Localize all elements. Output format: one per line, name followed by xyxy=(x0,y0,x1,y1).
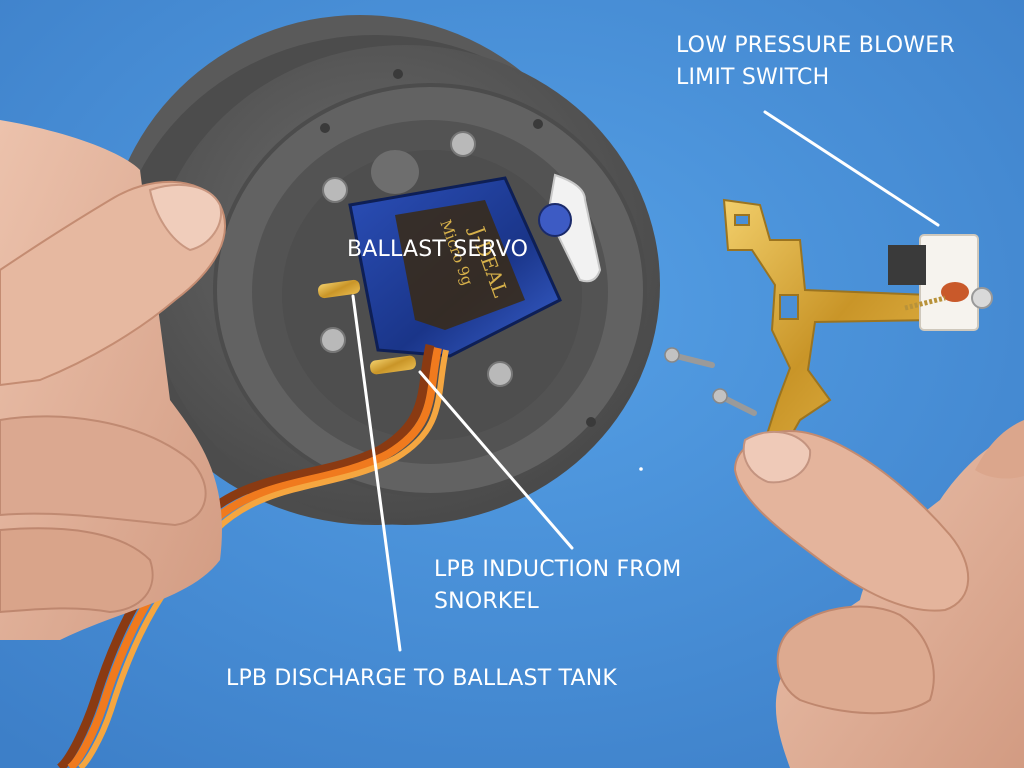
housing-port-hole xyxy=(371,150,419,194)
right-finger xyxy=(776,605,935,715)
lpb-induction-tube xyxy=(370,355,416,375)
left-finger xyxy=(0,527,154,614)
mounting-screw xyxy=(322,177,348,203)
induction-label-line1: LPB INDUCTION FROM xyxy=(434,557,682,582)
switch-spring-cap xyxy=(941,282,969,302)
limit-switch-label: LOW PRESSURE BLOWER LIMIT SWITCH xyxy=(676,30,955,94)
rim-screw-hole xyxy=(320,123,330,133)
limit-switch-bracket xyxy=(722,198,993,457)
micro-switch-base xyxy=(888,245,926,285)
limit-switch-label-line1: LOW PRESSURE BLOWER xyxy=(676,33,955,58)
loose-screws xyxy=(664,347,757,416)
mounting-screw xyxy=(320,327,346,353)
discharge-label-text: LPB DISCHARGE TO BALLAST TANK xyxy=(226,666,618,691)
bracket-slot xyxy=(779,294,799,320)
rim-screw-hole xyxy=(586,417,596,427)
ballast-servo-label-text: BALLAST SERVO xyxy=(347,237,529,262)
servo-horn xyxy=(546,173,602,283)
servo-output-gear xyxy=(538,203,572,237)
limit-switch-leader xyxy=(763,110,940,227)
bracket-slot xyxy=(734,214,750,226)
right-hand xyxy=(733,420,1024,768)
left-hand xyxy=(0,120,226,640)
servo-sticker xyxy=(395,200,525,330)
ballast-servo-label: BALLAST SERVO xyxy=(347,234,528,266)
mounting-screw xyxy=(487,361,513,387)
limit-switch-label-line2: LIMIT SWITCH xyxy=(676,65,830,90)
left-thumbnail xyxy=(148,184,222,252)
switch-spring xyxy=(904,295,946,311)
brass-tubes xyxy=(318,279,416,375)
annotation-leader-lines xyxy=(351,110,940,652)
switch-actuator-roller xyxy=(971,287,993,309)
induction-label-line2: SNORKEL xyxy=(434,589,540,614)
induction-leader xyxy=(418,370,574,550)
mounting-screw xyxy=(450,131,476,157)
induction-label: LPB INDUCTION FROM SNORKEL xyxy=(434,554,682,618)
discharge-leader xyxy=(351,294,402,652)
rim-screw-hole xyxy=(393,69,403,79)
rim-screw-hole xyxy=(533,119,543,129)
left-finger xyxy=(0,415,207,527)
right-thumbnail xyxy=(742,430,812,484)
background-speck xyxy=(639,467,643,471)
ballast-servo: J-DEAL Micro 9g xyxy=(348,173,602,358)
discharge-label: LPB DISCHARGE TO BALLAST TANK xyxy=(226,663,617,695)
lpb-discharge-tube xyxy=(318,279,360,299)
right-finger xyxy=(975,420,1024,479)
brass-bracket xyxy=(722,198,937,457)
micro-switch-body xyxy=(919,234,979,331)
